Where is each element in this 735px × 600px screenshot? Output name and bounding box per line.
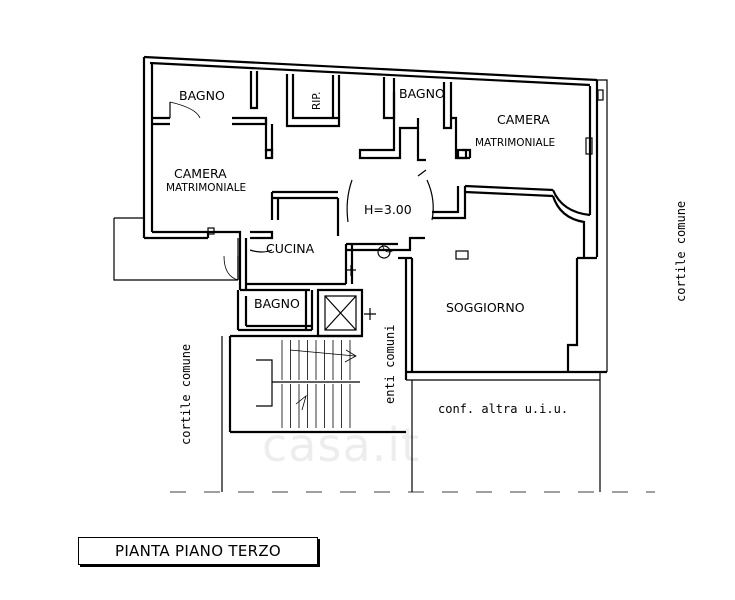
interior-walls: [152, 71, 604, 380]
room-label-bagno-3: BAGNO: [254, 296, 300, 311]
label-cortile-comune-right: cortile comune: [674, 201, 688, 302]
site-lines: [170, 336, 655, 493]
doors: [169, 101, 434, 281]
room-label-camera-2-line1: CAMERA: [497, 112, 550, 127]
label-cortile-comune-left: cortile comune: [179, 344, 193, 445]
ceiling-height-label: H=3.00: [364, 202, 412, 217]
room-label-camera-1-line1: CAMERA: [174, 166, 227, 181]
plan-title: PIANTA PIANO TERZO: [78, 537, 318, 565]
room-label-camera-1-line2: MATRIMONIALE: [166, 182, 246, 194]
room-label-soggiorno: SOGGIORNO: [446, 300, 525, 315]
staircase: [228, 265, 406, 434]
outer-walls: [113, 55, 608, 381]
room-label-camera-2-line2: MATRIMONIALE: [475, 137, 555, 149]
label-conf-altra-uiu: conf. altra u.i.u.: [438, 402, 568, 416]
room-label-bagno-1: BAGNO: [179, 88, 225, 103]
label-enti-comuni: enti comuni: [383, 325, 397, 404]
room-label-cucina: CUCINA: [266, 241, 315, 256]
room-label-rip: RIP.: [311, 92, 323, 110]
room-label-bagno-2: BAGNO: [399, 86, 445, 101]
